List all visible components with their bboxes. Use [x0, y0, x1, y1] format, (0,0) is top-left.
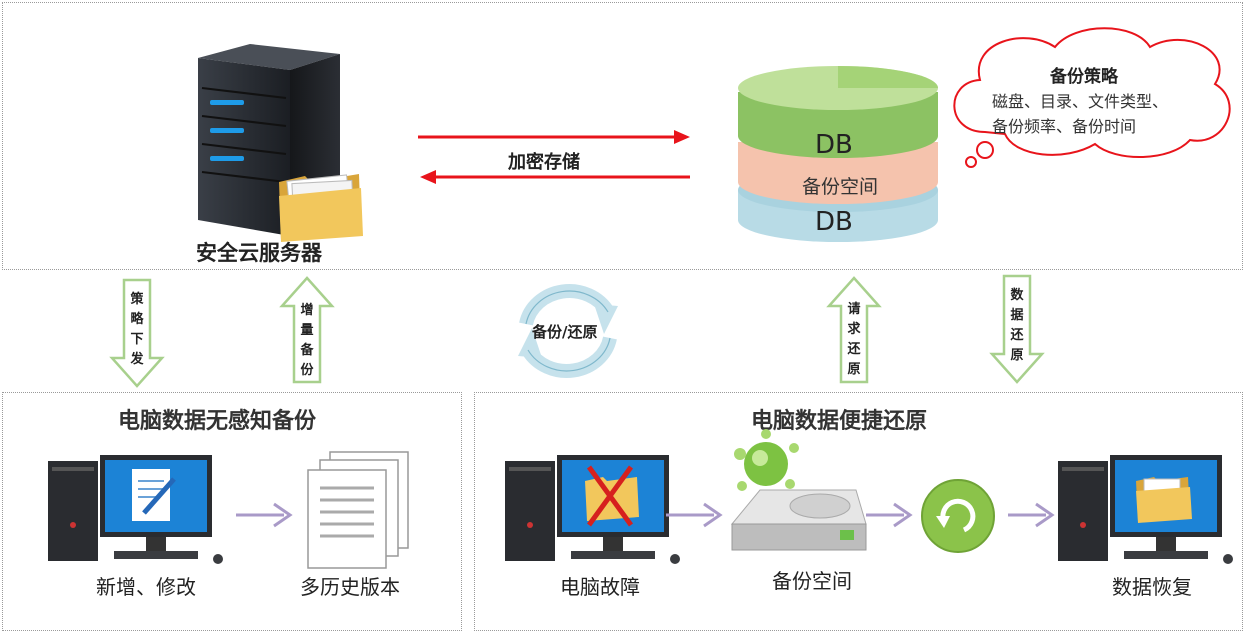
cloud-line2: 备份频率、备份时间	[992, 117, 1137, 136]
computer-restored-icon	[1058, 455, 1233, 564]
cloud-callout	[953, 27, 1231, 168]
server-label: 安全云服务器	[196, 241, 322, 265]
left-flow-arrow	[236, 502, 293, 528]
strategy-label: 策略下发	[130, 292, 144, 367]
cloud-title: 备份策略	[1050, 67, 1118, 87]
sync-label: 加密存储	[508, 152, 580, 173]
right-flow-arrow-3	[1008, 502, 1055, 528]
cloud-line1: 磁盘、目录、文件类型、	[992, 92, 1169, 111]
data-restore-label: 数据还原	[1010, 288, 1024, 363]
database-icon	[738, 66, 938, 242]
right-panel-title: 电脑数据便捷还原	[751, 409, 928, 434]
data-restore-arrow	[989, 274, 1045, 384]
db-bottom-label: DB	[815, 207, 853, 237]
db-top-label: DB	[815, 130, 853, 160]
incremental-arrow	[279, 276, 335, 384]
left-panel	[2, 392, 462, 631]
request-arrow	[826, 276, 882, 384]
left-step1-label: 新增、修改	[96, 575, 196, 599]
db-middle-label: 备份空间	[802, 176, 879, 198]
folder-icon	[279, 174, 363, 242]
computer-fault-icon	[505, 455, 680, 564]
right-flow-arrow-1	[666, 502, 723, 528]
left-panel-title: 电脑数据无感知备份	[118, 409, 317, 434]
right-step2-label: 备份空间	[772, 569, 852, 593]
right-flow-arrow-2	[866, 502, 913, 528]
right-step3-label: 数据恢复	[1112, 575, 1192, 599]
backup-drive-icon	[730, 429, 867, 551]
right-step1-label: 电脑故障	[560, 575, 640, 599]
cycle-icon	[518, 284, 618, 378]
strategy-arrow	[109, 278, 165, 388]
left-step2-label: 多历史版本	[300, 575, 400, 599]
restore-refresh-icon	[921, 479, 995, 553]
cycle-label: 备份/还原	[532, 323, 598, 341]
top-section	[2, 2, 1243, 270]
request-label: 请求还原	[847, 302, 861, 377]
documents-icon	[307, 451, 409, 569]
sync-arrows	[418, 130, 690, 184]
incremental-label: 增量备份	[300, 303, 314, 378]
right-panel	[474, 392, 1243, 631]
computer-edit-icon	[48, 455, 223, 564]
